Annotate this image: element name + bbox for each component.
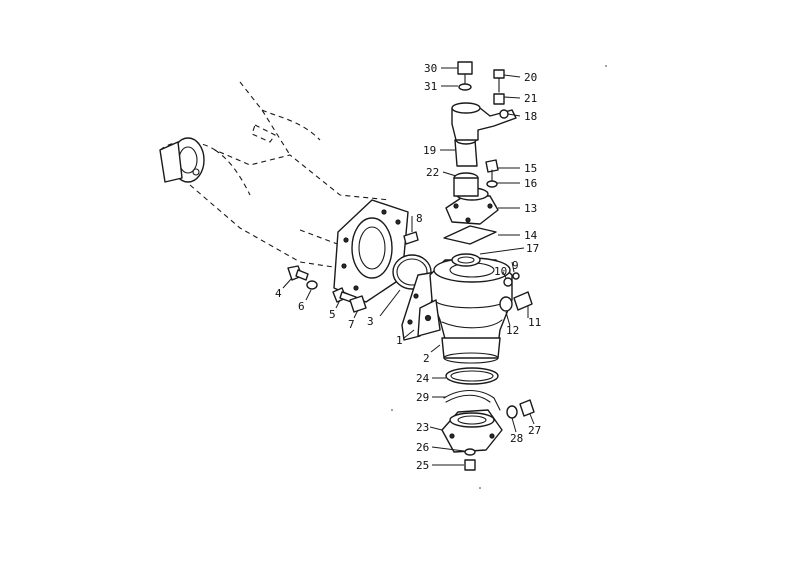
callout-7: 7 bbox=[348, 318, 355, 331]
part-shim-plate bbox=[443, 225, 497, 245]
part-bolt bbox=[485, 159, 499, 188]
callout-19: 19 bbox=[423, 144, 436, 157]
callout-27: 27 bbox=[528, 424, 541, 437]
part-spacer bbox=[453, 172, 479, 197]
callout-3: 3 bbox=[367, 315, 374, 328]
callout-24: 24 bbox=[416, 372, 430, 385]
callout-25: 25 bbox=[416, 459, 429, 472]
part-plug bbox=[506, 399, 535, 419]
callout-14: 14 bbox=[524, 229, 538, 242]
part-seal bbox=[451, 253, 481, 267]
callout-18: 18 bbox=[524, 110, 537, 123]
callout-1: 1 bbox=[396, 334, 403, 347]
callout-20: 20 bbox=[524, 71, 537, 84]
part-washer bbox=[306, 280, 318, 290]
callout-10: 10 bbox=[494, 265, 507, 278]
part-bottom-cap bbox=[441, 409, 503, 453]
callout-labels: 1 2 3 4 5 6 7 8 9 10 11 12 13 14 15 16 1… bbox=[275, 62, 541, 472]
part-grease-nipple bbox=[503, 272, 520, 287]
callout-11: 11 bbox=[528, 316, 541, 329]
callout-29: 29 bbox=[416, 391, 429, 404]
callout-22: 22 bbox=[426, 166, 439, 179]
callout-9: 9 bbox=[512, 259, 519, 272]
callout-8: 8 bbox=[416, 212, 423, 225]
callout-21: 21 bbox=[524, 92, 537, 105]
steering-knuckle bbox=[417, 257, 513, 364]
part-washer bbox=[464, 448, 476, 456]
callout-5: 5 bbox=[329, 308, 336, 321]
part-lube-pipe bbox=[443, 389, 501, 411]
part-bolt bbox=[464, 459, 476, 471]
part-bolt bbox=[493, 69, 505, 105]
callout-28: 28 bbox=[510, 432, 523, 445]
part-plug bbox=[499, 291, 533, 312]
callout-30: 30 bbox=[424, 62, 437, 75]
callout-26: 26 bbox=[416, 441, 429, 454]
callout-17: 17 bbox=[526, 242, 539, 255]
part-steering-arm bbox=[451, 102, 517, 141]
callout-16: 16 bbox=[524, 177, 537, 190]
callout-4: 4 bbox=[275, 287, 282, 300]
callout-31: 31 bbox=[424, 80, 437, 93]
part-pin bbox=[403, 231, 419, 245]
part-bolt bbox=[287, 265, 309, 281]
part-bushing bbox=[349, 295, 367, 313]
callout-23: 23 bbox=[416, 421, 429, 434]
callout-2: 2 bbox=[423, 352, 430, 365]
part-o-ring bbox=[445, 367, 499, 385]
callout-13: 13 bbox=[524, 202, 537, 215]
callout-6: 6 bbox=[298, 300, 305, 313]
axle-housing bbox=[159, 81, 409, 303]
callout-leaders bbox=[282, 67, 535, 466]
part-bolt bbox=[457, 61, 473, 91]
callout-15: 15 bbox=[524, 162, 537, 175]
callout-12: 12 bbox=[506, 324, 519, 337]
